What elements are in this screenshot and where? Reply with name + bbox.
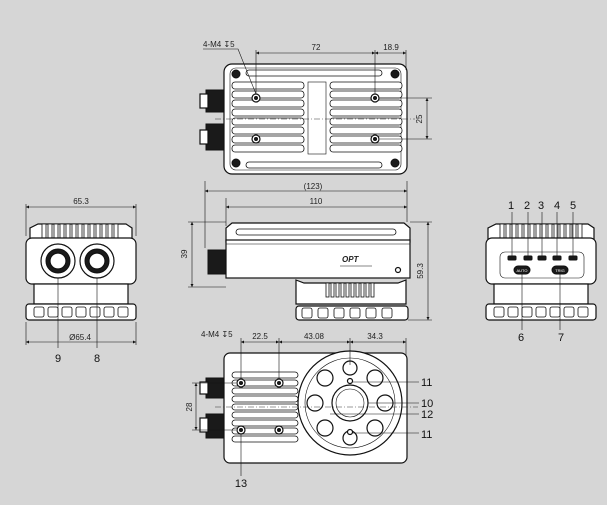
callout-11-bottom: 11 [421, 429, 432, 441]
callout-7: 7 [558, 332, 564, 344]
callout-1: 1 [508, 200, 514, 212]
svg-text:TRIG: TRIG [555, 268, 565, 273]
callout-5: 5 [570, 200, 576, 212]
dim-110: 110 [310, 197, 323, 206]
top-view: 72 18.9 25 4-M4 ↧5 [199, 40, 432, 175]
bottom-fins [231, 371, 299, 443]
mount-holes-bottom [236, 378, 284, 435]
dim-diameter-65-4: Ø65.4 [69, 333, 91, 342]
left-view: 65.3 Ø65.4 9 8 [25, 197, 137, 365]
callout-6: 6 [518, 332, 524, 344]
dim-18-9: 18.9 [383, 43, 399, 52]
hole-note-bottom: 4-M4 ↧5 [201, 330, 233, 339]
callout-2: 2 [524, 200, 530, 212]
callout-3: 3 [538, 200, 544, 212]
connector-b [205, 413, 225, 439]
callout-9: 9 [55, 353, 61, 365]
bottom-view: 22.5 43.08 34.3 28 4-M4 ↧5 11 10 12 11 1… [185, 330, 433, 490]
right-view: AUTO TRIG 1 2 3 4 5 6 7 [485, 200, 597, 344]
callout-12: 12 [421, 409, 433, 421]
dim-123: (123) [304, 182, 323, 191]
dim-72: 72 [312, 43, 321, 52]
heatsink-fins-left [231, 81, 305, 153]
lens-mount [331, 384, 369, 422]
callout-4: 4 [554, 200, 560, 212]
dim-65-3: 65.3 [73, 197, 89, 206]
connector-bottom [205, 123, 227, 151]
front-view: OPT (123) 110 39 59.3 [180, 181, 432, 321]
hole-note-top: 4-M4 ↧5 [203, 40, 235, 49]
dim-39: 39 [180, 249, 189, 258]
side-connector [207, 249, 229, 275]
callout-11-top: 11 [421, 377, 432, 389]
dim-34-3: 34.3 [367, 332, 383, 341]
dim-25: 25 [415, 114, 424, 123]
svg-text:AUTO: AUTO [516, 268, 527, 273]
callout-13: 13 [235, 478, 247, 490]
dim-28: 28 [185, 402, 194, 411]
brand-logo: OPT [342, 255, 360, 264]
dim-22-5: 22.5 [252, 332, 268, 341]
callout-10: 10 [421, 398, 433, 410]
connector-top [205, 89, 227, 113]
dim-43-08: 43.08 [304, 332, 325, 341]
connector-a [205, 377, 225, 399]
dim-59-3: 59.3 [416, 263, 425, 279]
callout-8: 8 [94, 353, 100, 365]
heatsink-fins-right [329, 81, 403, 153]
front-housing [225, 239, 411, 279]
